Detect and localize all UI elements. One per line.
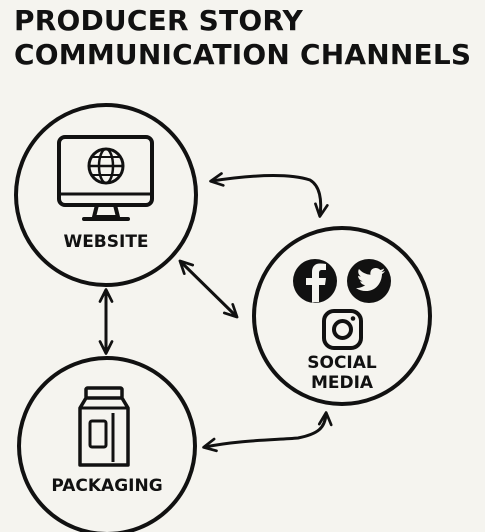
social-label-line1: SOCIAL xyxy=(307,353,377,373)
arrow-packaging-social-curved xyxy=(202,411,333,453)
facebook-icon xyxy=(293,259,337,303)
packaging-node: PACKAGING xyxy=(17,356,197,532)
website-node: WEBSITE xyxy=(14,103,198,287)
social-media-node: SOCIAL MEDIA xyxy=(252,226,432,406)
instagram-icon xyxy=(322,309,363,350)
package-bag-icon xyxy=(78,386,130,467)
social-label-line2: MEDIA xyxy=(311,373,374,393)
title-line-1: PRODUCER STORY xyxy=(14,4,304,37)
arrow-website-social-curved xyxy=(209,172,329,218)
title-line-2: COMMUNICATION CHANNELS xyxy=(14,38,472,71)
twitter-icon xyxy=(347,259,391,303)
packaging-label: PACKAGING xyxy=(51,476,162,496)
diagram-title: PRODUCER STORY COMMUNICATION CHANNELS xyxy=(14,4,471,72)
website-label: WEBSITE xyxy=(63,232,148,252)
monitor-globe-icon xyxy=(57,135,154,221)
arrow-website-social-straight xyxy=(178,259,239,319)
